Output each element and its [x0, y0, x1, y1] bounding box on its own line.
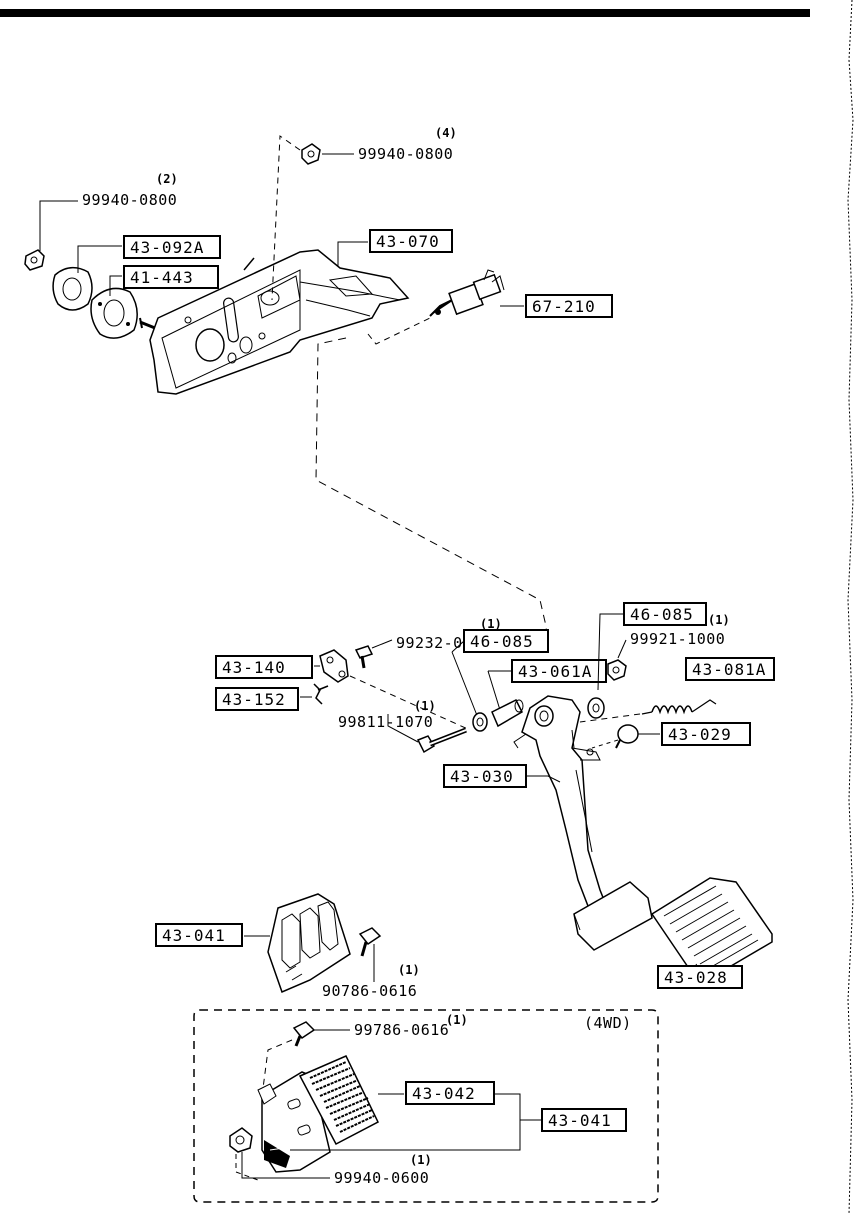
part-box [155, 923, 243, 947]
4wd-group-frame [193, 1009, 659, 1203]
part-number: 43-081A [692, 660, 766, 679]
stop-lamp-switch-icon [429, 269, 505, 317]
bolt-part-number: 99786-0616 [354, 1021, 449, 1039]
nut-icon [24, 249, 45, 271]
bolt-part-number: 99811-1070 [338, 713, 433, 731]
bolt-part-number: 99921-1000 [630, 630, 725, 648]
part-box [443, 764, 527, 788]
part-box [525, 294, 613, 318]
bolt-icon [358, 927, 382, 957]
part-number: 46-085 [470, 632, 534, 651]
part-number: 43-029 [668, 725, 732, 744]
part-box [661, 722, 751, 746]
mounting-plate-icon [90, 287, 138, 339]
qty-label: (1) [480, 617, 502, 631]
part-box [123, 265, 219, 289]
floor-bracket-icon [267, 893, 351, 994]
part-box [369, 229, 453, 253]
qty-label: (1) [410, 1153, 432, 1167]
bolt-part-number: 99940-0800 [82, 191, 177, 209]
part-box [541, 1108, 627, 1132]
part-box [405, 1081, 495, 1105]
qty-label: (1) [708, 613, 730, 627]
part-box [215, 687, 299, 711]
return-spring-icon [641, 699, 717, 715]
bolt-part-number: 99940-0600 [334, 1169, 429, 1187]
part-number: 43-041 [162, 926, 226, 945]
qty-label: (4) [435, 126, 457, 140]
part-number: 41-443 [130, 268, 194, 287]
qty-label: (2) [156, 172, 178, 186]
bolt-part-number: 99940-0800 [358, 145, 453, 163]
qty-label: (1) [398, 963, 420, 977]
collar-icon [491, 698, 524, 728]
pedal-pad-icon [650, 877, 773, 977]
qty-label: (1) [414, 699, 436, 713]
part-number: 43-092A [130, 238, 204, 257]
part-box [657, 965, 743, 989]
spring-pin-icon [313, 683, 329, 705]
top-rule [0, 9, 810, 17]
pivot-bolt-icon [416, 727, 467, 754]
part-box [685, 657, 775, 681]
nut-icon [607, 659, 627, 681]
gasket-icon [52, 266, 93, 311]
part-number: 43-041 [548, 1111, 612, 1130]
bolt-part-number: 90786-0616 [322, 982, 417, 1000]
clevis-clip-icon [319, 649, 349, 683]
pedal-bracket-icon [149, 249, 410, 395]
part-number: 43-061A [518, 662, 592, 681]
bushing-icon [587, 697, 605, 719]
pedal-stopper-icon [615, 724, 639, 749]
bolt-icon [292, 1021, 316, 1047]
part-number: 46-085 [630, 605, 694, 624]
part-box [215, 655, 313, 679]
part-number: 67-210 [532, 297, 596, 316]
group-label: (4WD) [584, 1014, 632, 1032]
part-number: 43-152 [222, 690, 286, 709]
pedal-pad-base-icon [573, 881, 653, 951]
nut-icon [301, 143, 321, 165]
nut-icon [229, 1127, 253, 1153]
bolt-icon [354, 645, 374, 669]
brake-pedal-arm-icon [513, 695, 605, 907]
part-number: 43-042 [412, 1084, 476, 1103]
part-number: 43-028 [664, 968, 728, 987]
part-number: 43-070 [376, 232, 440, 251]
qty-label: (1) [446, 1013, 468, 1027]
caution-label-icon [298, 1055, 379, 1146]
part-number: 43-030 [450, 767, 514, 786]
bushing-icon [472, 712, 488, 732]
scan-edge [847, 0, 854, 1215]
part-box [123, 235, 221, 259]
part-number: 43-140 [222, 658, 286, 677]
